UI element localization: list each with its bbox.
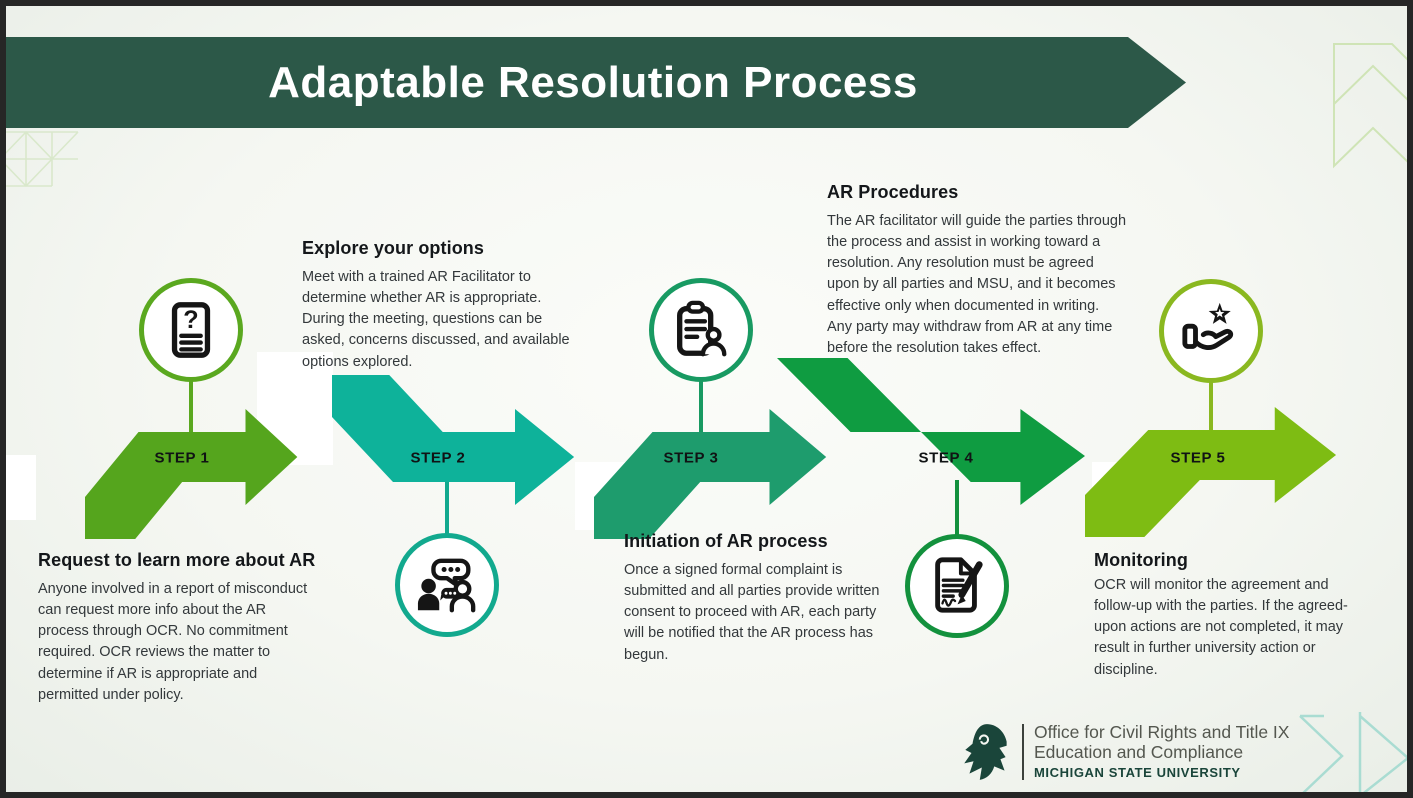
step4-arrow [777, 358, 1085, 505]
clipboard-person-icon [677, 300, 727, 357]
step4-connector [955, 480, 959, 536]
step2-icon-circle [395, 533, 499, 637]
university-name: MICHIGAN STATE UNIVERSITY [1034, 765, 1241, 780]
step3-connector [699, 381, 703, 433]
step5-label: STEP 5 [1170, 449, 1226, 467]
step5-heading: Monitoring [1094, 550, 1188, 570]
step5-connector [1209, 382, 1213, 432]
page-title: Adaptable Resolution Process [268, 57, 918, 107]
footer-logo-lockup: Office for Civil Rights and Title IX Edu… [962, 720, 1289, 784]
svg-text:?: ? [183, 306, 198, 334]
step1-heading: Request to learn more about AR [38, 550, 316, 570]
step5-arrow [1085, 407, 1337, 537]
step3-icon-circle [649, 278, 753, 382]
conversation-icon [417, 558, 476, 613]
title-banner [0, 37, 1186, 128]
step2-arrow [332, 375, 575, 505]
step1-description: Anyone involved in a report of misconduc… [38, 581, 308, 703]
step2-label: STEP 2 [410, 449, 466, 467]
step3-arrow [594, 409, 827, 539]
background-patch [0, 455, 36, 520]
step2-description: Meet with a trained AR Facilitator to de… [302, 269, 570, 370]
step4-text-block: AR Procedures The AR facilitator will gu… [827, 182, 1127, 359]
step4-heading: AR Procedures [827, 182, 959, 202]
step1-arrow [85, 409, 298, 539]
step2-connector [445, 480, 449, 535]
spartan-helmet-icon [964, 724, 1007, 780]
org-name-line1: Office for Civil Rights and Title IX [1034, 722, 1290, 742]
chevron-outline-icon [1299, 712, 1410, 798]
step3-heading: Initiation of AR process [624, 531, 828, 551]
step1-label: STEP 1 [154, 449, 210, 467]
logo-divider [1022, 724, 1024, 780]
step3-label: STEP 3 [663, 449, 719, 467]
step5-text-block: Monitoring OCR will monitor the agreemen… [1094, 550, 1356, 681]
document-question-icon: ? [171, 302, 211, 358]
step4-description: The AR facilitator will guide the partie… [827, 213, 1127, 356]
step4-icon-circle [905, 534, 1009, 638]
triangle-grid-icon [0, 130, 79, 188]
step5-icon-circle [1159, 279, 1263, 383]
step1-connector [189, 381, 193, 433]
hand-star-icon [1182, 302, 1234, 350]
step2-heading: Explore your options [302, 238, 485, 258]
step1-icon-circle: ? [139, 278, 243, 382]
signed-document-pen-icon [935, 557, 983, 613]
step3-text-block: Initiation of AR process Once a signed f… [624, 531, 892, 666]
step4-label: STEP 4 [918, 449, 974, 467]
pentagon-chevron-icon [1333, 43, 1413, 169]
step2-text-block: Explore your options Meet with a trained… [302, 238, 578, 373]
step3-description: Once a signed formal complaint is submit… [624, 562, 880, 663]
step5-description: OCR will monitor the agreement and follo… [1094, 577, 1348, 678]
step1-text-block: Request to learn more about AR Anyone in… [38, 550, 320, 706]
org-name-line2: Education and Compliance [1034, 742, 1244, 762]
